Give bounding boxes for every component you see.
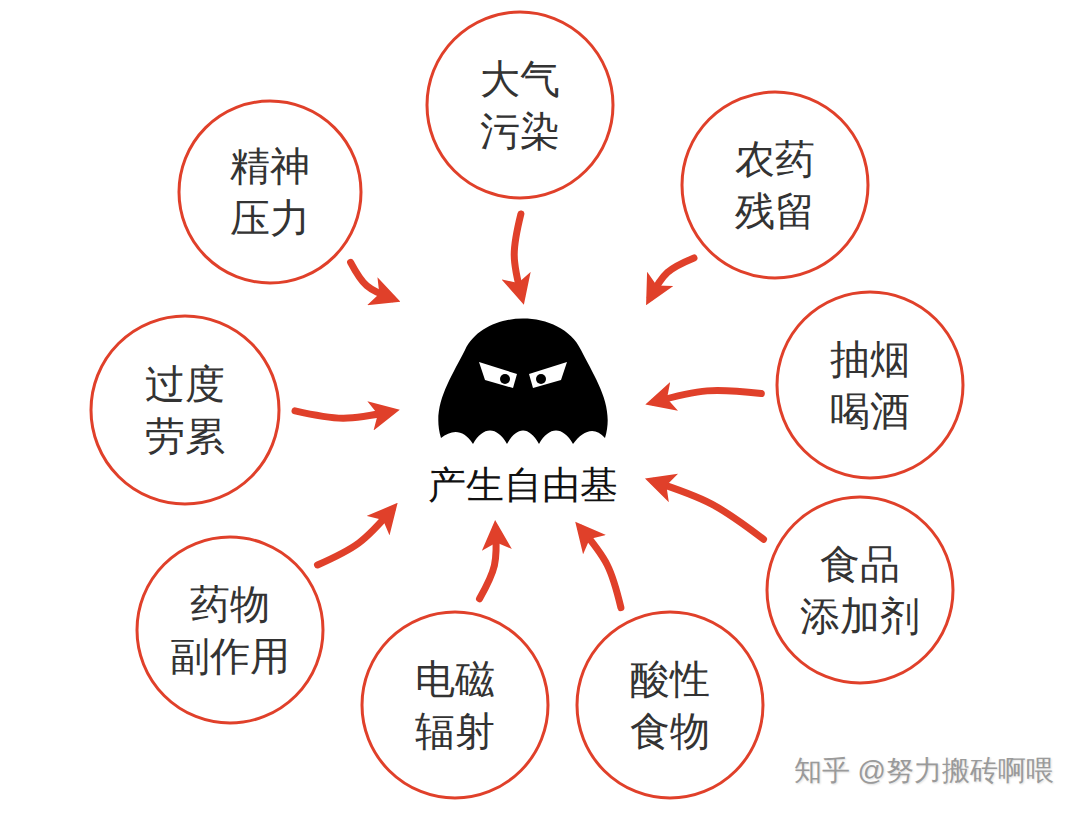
monster-body bbox=[438, 319, 607, 445]
cause-arrow bbox=[295, 411, 391, 418]
cause-label: 电磁 辐射 bbox=[415, 653, 495, 757]
circle-outline bbox=[425, 10, 615, 200]
cause-circle: 酸性 食物 bbox=[575, 610, 765, 800]
cause-label: 抽烟 喝酒 bbox=[830, 333, 910, 437]
central-label: 产生自由基 bbox=[428, 460, 618, 525]
cause-label: 药物 副作用 bbox=[170, 578, 290, 682]
circle-outline bbox=[680, 90, 870, 280]
cause-label: 酸性 食物 bbox=[630, 653, 710, 757]
circle-outline bbox=[179, 101, 361, 283]
cause-label: 大气 污染 bbox=[480, 53, 560, 157]
circle-outline bbox=[775, 290, 965, 480]
circle-outline bbox=[427, 12, 613, 198]
cause-arrow bbox=[581, 529, 621, 608]
monster-pupil bbox=[500, 374, 510, 384]
cause-circle: 药物 副作用 bbox=[135, 535, 325, 725]
monster-eye bbox=[529, 362, 567, 388]
cause-arrow bbox=[480, 529, 497, 599]
monster-pupil bbox=[536, 374, 546, 384]
cause-arrow bbox=[317, 510, 391, 565]
cause-circle: 电磁 辐射 bbox=[360, 610, 550, 800]
cause-circle: 大气 污染 bbox=[425, 10, 615, 200]
circle-outline bbox=[765, 495, 955, 685]
circle-outline bbox=[177, 99, 363, 285]
circle-outline bbox=[360, 610, 550, 800]
circle-outline bbox=[682, 92, 868, 278]
cause-arrow bbox=[654, 390, 761, 402]
cause-circle: 抽烟 喝酒 bbox=[775, 290, 965, 480]
free-radical-monster bbox=[423, 306, 623, 456]
cause-arrow bbox=[654, 481, 764, 539]
circle-outline bbox=[137, 537, 323, 723]
cause-circle: 过度 劳累 bbox=[89, 314, 281, 506]
circle-outline bbox=[91, 316, 279, 504]
cause-arrow bbox=[514, 214, 521, 296]
circle-outline bbox=[135, 535, 325, 725]
circle-outline bbox=[575, 610, 765, 800]
circle-outline bbox=[89, 314, 281, 506]
circle-outline bbox=[767, 497, 953, 683]
cause-label: 精神 压力 bbox=[230, 140, 310, 244]
cause-circle: 精神 压力 bbox=[177, 99, 363, 285]
cause-arrow bbox=[650, 258, 694, 297]
cause-label: 农药 残留 bbox=[735, 133, 815, 237]
circle-outline bbox=[777, 292, 963, 478]
watermark: 知乎 @努力搬砖啊喂 bbox=[794, 752, 1054, 790]
cause-label: 过度 劳累 bbox=[145, 358, 225, 462]
cause-label: 食品 添加剂 bbox=[800, 538, 920, 642]
cause-circle: 农药 残留 bbox=[680, 90, 870, 280]
monster-eye bbox=[479, 362, 517, 388]
circle-outline bbox=[362, 612, 548, 798]
circle-outline bbox=[577, 612, 763, 798]
central-node: 产生自由基 bbox=[395, 300, 650, 525]
cause-circle: 食品 添加剂 bbox=[765, 495, 955, 685]
cause-arrow bbox=[351, 262, 392, 298]
